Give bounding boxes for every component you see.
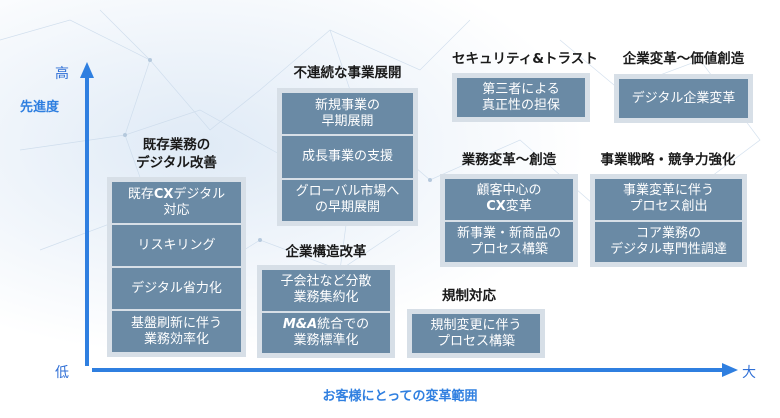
x-axis-arrow xyxy=(92,363,738,377)
cell-regulation-process: 規制変更に伴う プロセス構築 xyxy=(412,314,540,353)
cell-line: 新事業・新商品の xyxy=(456,225,561,241)
group-security: 第三者による 真正性の担保 xyxy=(452,73,590,122)
cell-line: デジタル専門性調達 xyxy=(610,241,727,257)
group-title-strategy: 事業戦略・競争力強化 xyxy=(600,152,736,168)
cell-line: 既存CXデジタル xyxy=(128,187,225,203)
title-line: 既存業務の xyxy=(142,137,211,153)
cell-digital-laborsaving: デジタル省力化 xyxy=(112,268,241,309)
group-enterprise: デジタル企業変革 xyxy=(614,74,753,123)
cell-line: 子会社など分散 xyxy=(280,274,372,290)
group-title-structure: 企業構造改革 xyxy=(285,244,367,260)
cell-line: 対応 xyxy=(163,202,190,218)
group-structure: 子会社など分散 業務集約化 M&A統合での 業務標準化 xyxy=(257,265,395,358)
cell-customer-cx: 顧客中心の CX変革 xyxy=(445,179,573,220)
cell-subsidiary-consolidation: 子会社など分散 業務集約化 xyxy=(262,270,390,311)
group-existing: 既存CXデジタル 対応 リスキリング デジタル省力化 基盤刷新に伴う 業務効率化 xyxy=(107,177,246,357)
y-axis-low-label: 低 xyxy=(55,365,69,381)
cell-line: 業務集約化 xyxy=(293,290,359,306)
cell-line: グローバル市場へ xyxy=(295,184,400,200)
text: 変革 xyxy=(505,199,532,215)
text: 既存 xyxy=(127,186,154,202)
cell-line: 業務効率化 xyxy=(143,331,209,347)
cell-line: 新規事業の xyxy=(314,97,380,113)
text: デジタル xyxy=(173,186,226,202)
x-axis-high-label: 大 xyxy=(742,365,756,381)
cell-line: M&A統合での xyxy=(283,317,369,333)
cell-new-product-process: 新事業・新商品の プロセス構築 xyxy=(445,221,573,262)
cell-line: リスキリング xyxy=(137,237,216,253)
group-discontinuous: 新規事業の 早期展開 成長事業の支援 グローバル市場へ の早期展開 xyxy=(277,88,418,226)
cell-line: プロセス構築 xyxy=(469,241,548,257)
x-axis-title: お客様にとっての変革範囲 xyxy=(322,389,478,404)
cell-line: 真正性の担保 xyxy=(481,97,560,113)
cell-line: 成長事業の支援 xyxy=(301,148,393,164)
cell-ma-standardization: M&A統合での 業務標準化 xyxy=(262,312,390,353)
group-strategy: 事業変革に伴う プロセス創出 コア業務の デジタル専門性調達 xyxy=(590,174,747,267)
group-title-security: セキュリティ&トラスト xyxy=(452,51,598,67)
cell-global-market: グローバル市場へ の早期展開 xyxy=(282,179,413,221)
cell-line: 業務標準化 xyxy=(293,332,359,348)
cell-new-business: 新規事業の 早期展開 xyxy=(282,93,413,135)
cell-line: 顧客中心の xyxy=(476,183,542,199)
cell-line: 事業変革に伴う xyxy=(622,183,714,199)
cell-line: プロセス構築 xyxy=(436,333,515,349)
group-title-discontinuous: 不連続な事業展開 xyxy=(293,65,402,81)
cell-line: 第三者による xyxy=(482,81,560,97)
cell-core-digital-expertise: コア業務の デジタル専門性調達 xyxy=(595,221,742,262)
group-title-existing: 既存業務の デジタル改善 xyxy=(107,136,246,172)
cell-line: プロセス創出 xyxy=(629,199,708,215)
text-bold: CX xyxy=(153,186,174,202)
cell-process-creation: 事業変革に伴う プロセス創出 xyxy=(595,179,742,220)
text-bold-italic: M&A xyxy=(282,316,318,332)
text: 統合での xyxy=(317,316,370,332)
cell-growth-support: 成長事業の支援 xyxy=(282,136,413,178)
cell-line: 早期展開 xyxy=(321,113,374,129)
cell-digital-transformation: デジタル企業変革 xyxy=(619,79,748,118)
cell-cx-digital: 既存CXデジタル 対応 xyxy=(112,182,241,223)
group-title-regulation: 規制対応 xyxy=(442,288,496,304)
cell-authenticity: 第三者による 真正性の担保 xyxy=(457,78,585,117)
cell-line: CX変革 xyxy=(486,199,532,215)
group-regulation: 規制変更に伴う プロセス構築 xyxy=(407,309,545,358)
y-axis-high-label: 高 xyxy=(55,66,69,82)
cell-reskilling: リスキリング xyxy=(112,225,241,266)
y-axis-arrow xyxy=(80,62,94,366)
y-axis-title: 先進度 xyxy=(20,100,60,115)
group-operations: 顧客中心の CX変革 新事業・新商品の プロセス構築 xyxy=(440,174,578,267)
cell-line: の早期展開 xyxy=(314,200,380,216)
cell-line: 規制変更に伴う xyxy=(430,317,522,333)
cell-line: 基盤刷新に伴う xyxy=(130,315,222,331)
cell-line: デジタル企業変革 xyxy=(631,90,736,106)
cell-line: コア業務の xyxy=(635,225,701,241)
cell-infra-efficiency: 基盤刷新に伴う 業務効率化 xyxy=(112,311,241,352)
text-bold: CX xyxy=(486,199,506,215)
group-title-operations: 業務変革〜創造 xyxy=(461,152,557,168)
group-title-enterprise: 企業変革〜価値創造 xyxy=(622,51,745,67)
title-line: デジタル改善 xyxy=(136,155,217,171)
cell-line: デジタル省力化 xyxy=(131,280,222,296)
